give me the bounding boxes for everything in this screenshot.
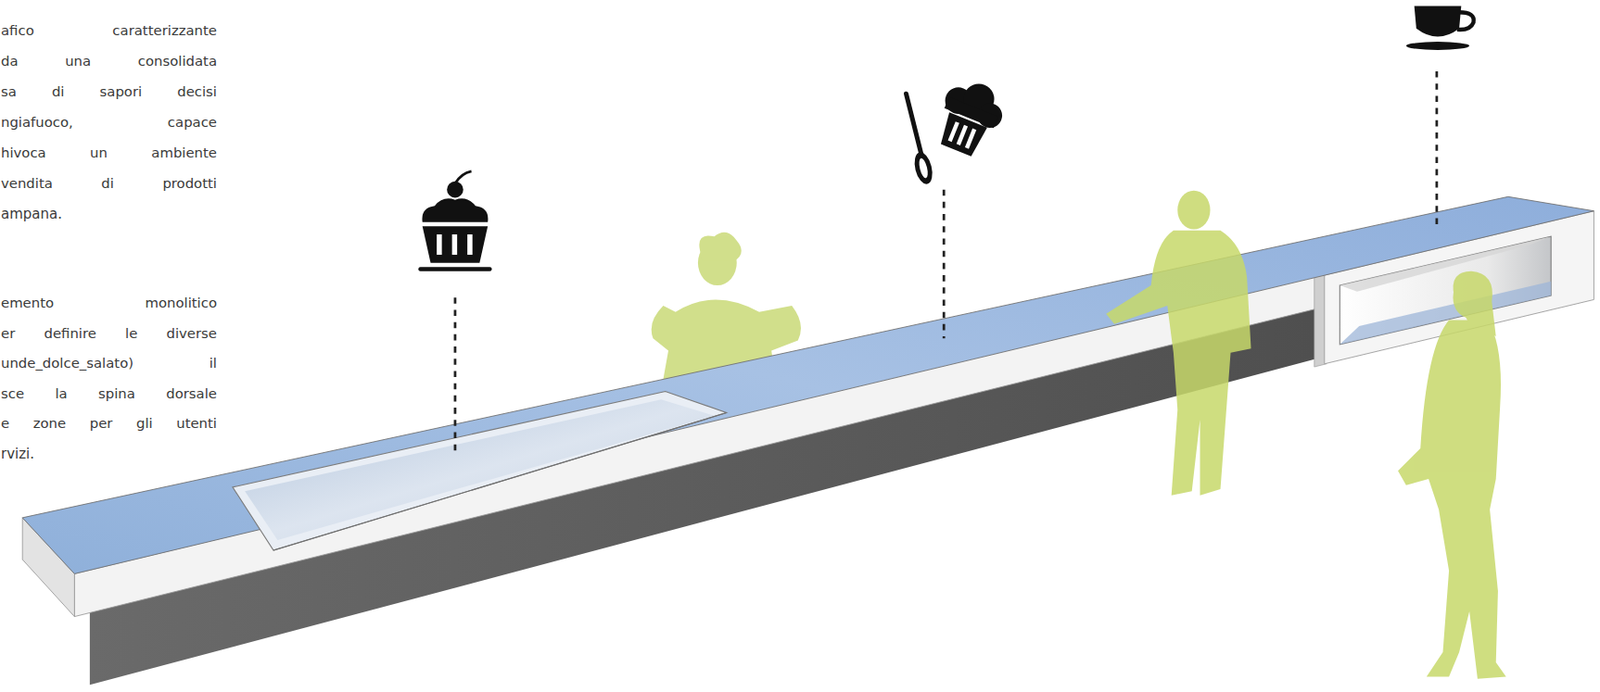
description-text: er definire le diverse — [0, 324, 217, 343]
description-text: afico caratterizzante — [0, 21, 217, 40]
cupcake-icon — [418, 171, 492, 272]
description-text: rvizi. — [0, 444, 217, 464]
woman-figure — [1397, 271, 1507, 680]
counter-top — [22, 196, 1594, 574]
description-text: ngiafuoco, capace — [0, 113, 217, 132]
display-case — [232, 391, 727, 551]
description-text: da una consolidata — [0, 51, 217, 71]
display-glass — [244, 399, 714, 541]
cup-icon — [1406, 6, 1474, 51]
description-text: emento monolitico — [0, 293, 217, 313]
description-text: ampana. — [0, 204, 217, 224]
description-text: vendita di prodotti — [0, 174, 217, 193]
description-text: unde_dolce_salato) il — [0, 354, 217, 373]
chef-icon — [905, 73, 1011, 187]
description-text: sa di sapori decisi — [0, 82, 217, 102]
display-edge — [273, 413, 727, 552]
counter-base — [89, 305, 1317, 686]
leader-lines — [455, 71, 1437, 451]
counter-front — [74, 273, 1317, 618]
man-figure — [1105, 190, 1251, 496]
description-text: hivoca un ambiente — [0, 143, 217, 163]
description-text: e zone per gli utenti — [0, 414, 217, 433]
description-text: sce la spina dorsale — [0, 384, 217, 404]
